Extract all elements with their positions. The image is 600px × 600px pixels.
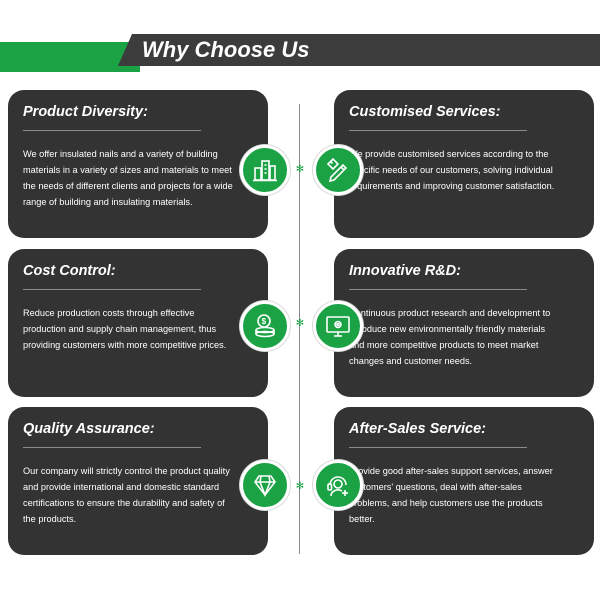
divider-gear-icon: ✻ bbox=[295, 481, 305, 492]
feature-card-quality-assurance: Quality Assurance: Our company will stri… bbox=[8, 407, 268, 555]
coins-icon: $ bbox=[240, 301, 290, 351]
card-divider bbox=[23, 289, 201, 290]
monitor-gear-icon bbox=[313, 301, 363, 351]
center-divider bbox=[299, 104, 300, 554]
svg-text:$: $ bbox=[262, 317, 267, 326]
banner-title-bar bbox=[118, 34, 600, 66]
card-body: Our company will strictly control the pr… bbox=[23, 466, 230, 524]
feature-card-after-sales-service: After-Sales Service: Provide good after-… bbox=[334, 407, 594, 555]
diamond-icon bbox=[240, 460, 290, 510]
header-banner: Why Choose Us bbox=[0, 34, 600, 74]
card-divider bbox=[23, 130, 201, 131]
pencil-ruler-icon bbox=[313, 145, 363, 195]
headset-icon bbox=[313, 460, 363, 510]
divider-gear-icon: ✻ bbox=[295, 164, 305, 175]
feature-card-cost-control: Cost Control: Reduce production costs th… bbox=[8, 249, 268, 397]
card-title: Cost Control: bbox=[23, 263, 116, 279]
card-title: Quality Assurance: bbox=[23, 421, 155, 437]
card-divider bbox=[23, 447, 201, 448]
card-divider bbox=[349, 447, 527, 448]
divider-gear-icon: ✻ bbox=[295, 318, 305, 329]
card-title: Product Diversity: bbox=[23, 104, 148, 120]
card-body: We offer insulated nails and a variety o… bbox=[23, 149, 233, 207]
card-body: We provide customised services according… bbox=[349, 149, 555, 191]
card-divider bbox=[349, 289, 527, 290]
card-title: After-Sales Service: bbox=[349, 421, 487, 437]
card-body: Provide good after-sales support service… bbox=[349, 466, 553, 524]
card-title: Innovative R&D: bbox=[349, 263, 461, 279]
buildings-icon bbox=[240, 145, 290, 195]
feature-card-innovative-rd: Innovative R&D: Continuous product resea… bbox=[334, 249, 594, 397]
feature-card-product-diversity: Product Diversity: We offer insulated na… bbox=[8, 90, 268, 238]
card-body: Reduce production costs through effectiv… bbox=[23, 308, 227, 350]
card-divider bbox=[349, 130, 527, 131]
card-title: Customised Services: bbox=[349, 104, 501, 120]
feature-card-customised-services: Customised Services: We provide customis… bbox=[334, 90, 594, 238]
page-title: Why Choose Us bbox=[142, 37, 310, 62]
card-body: Continuous product research and developm… bbox=[349, 308, 551, 366]
banner-accent-stripe bbox=[0, 42, 140, 72]
